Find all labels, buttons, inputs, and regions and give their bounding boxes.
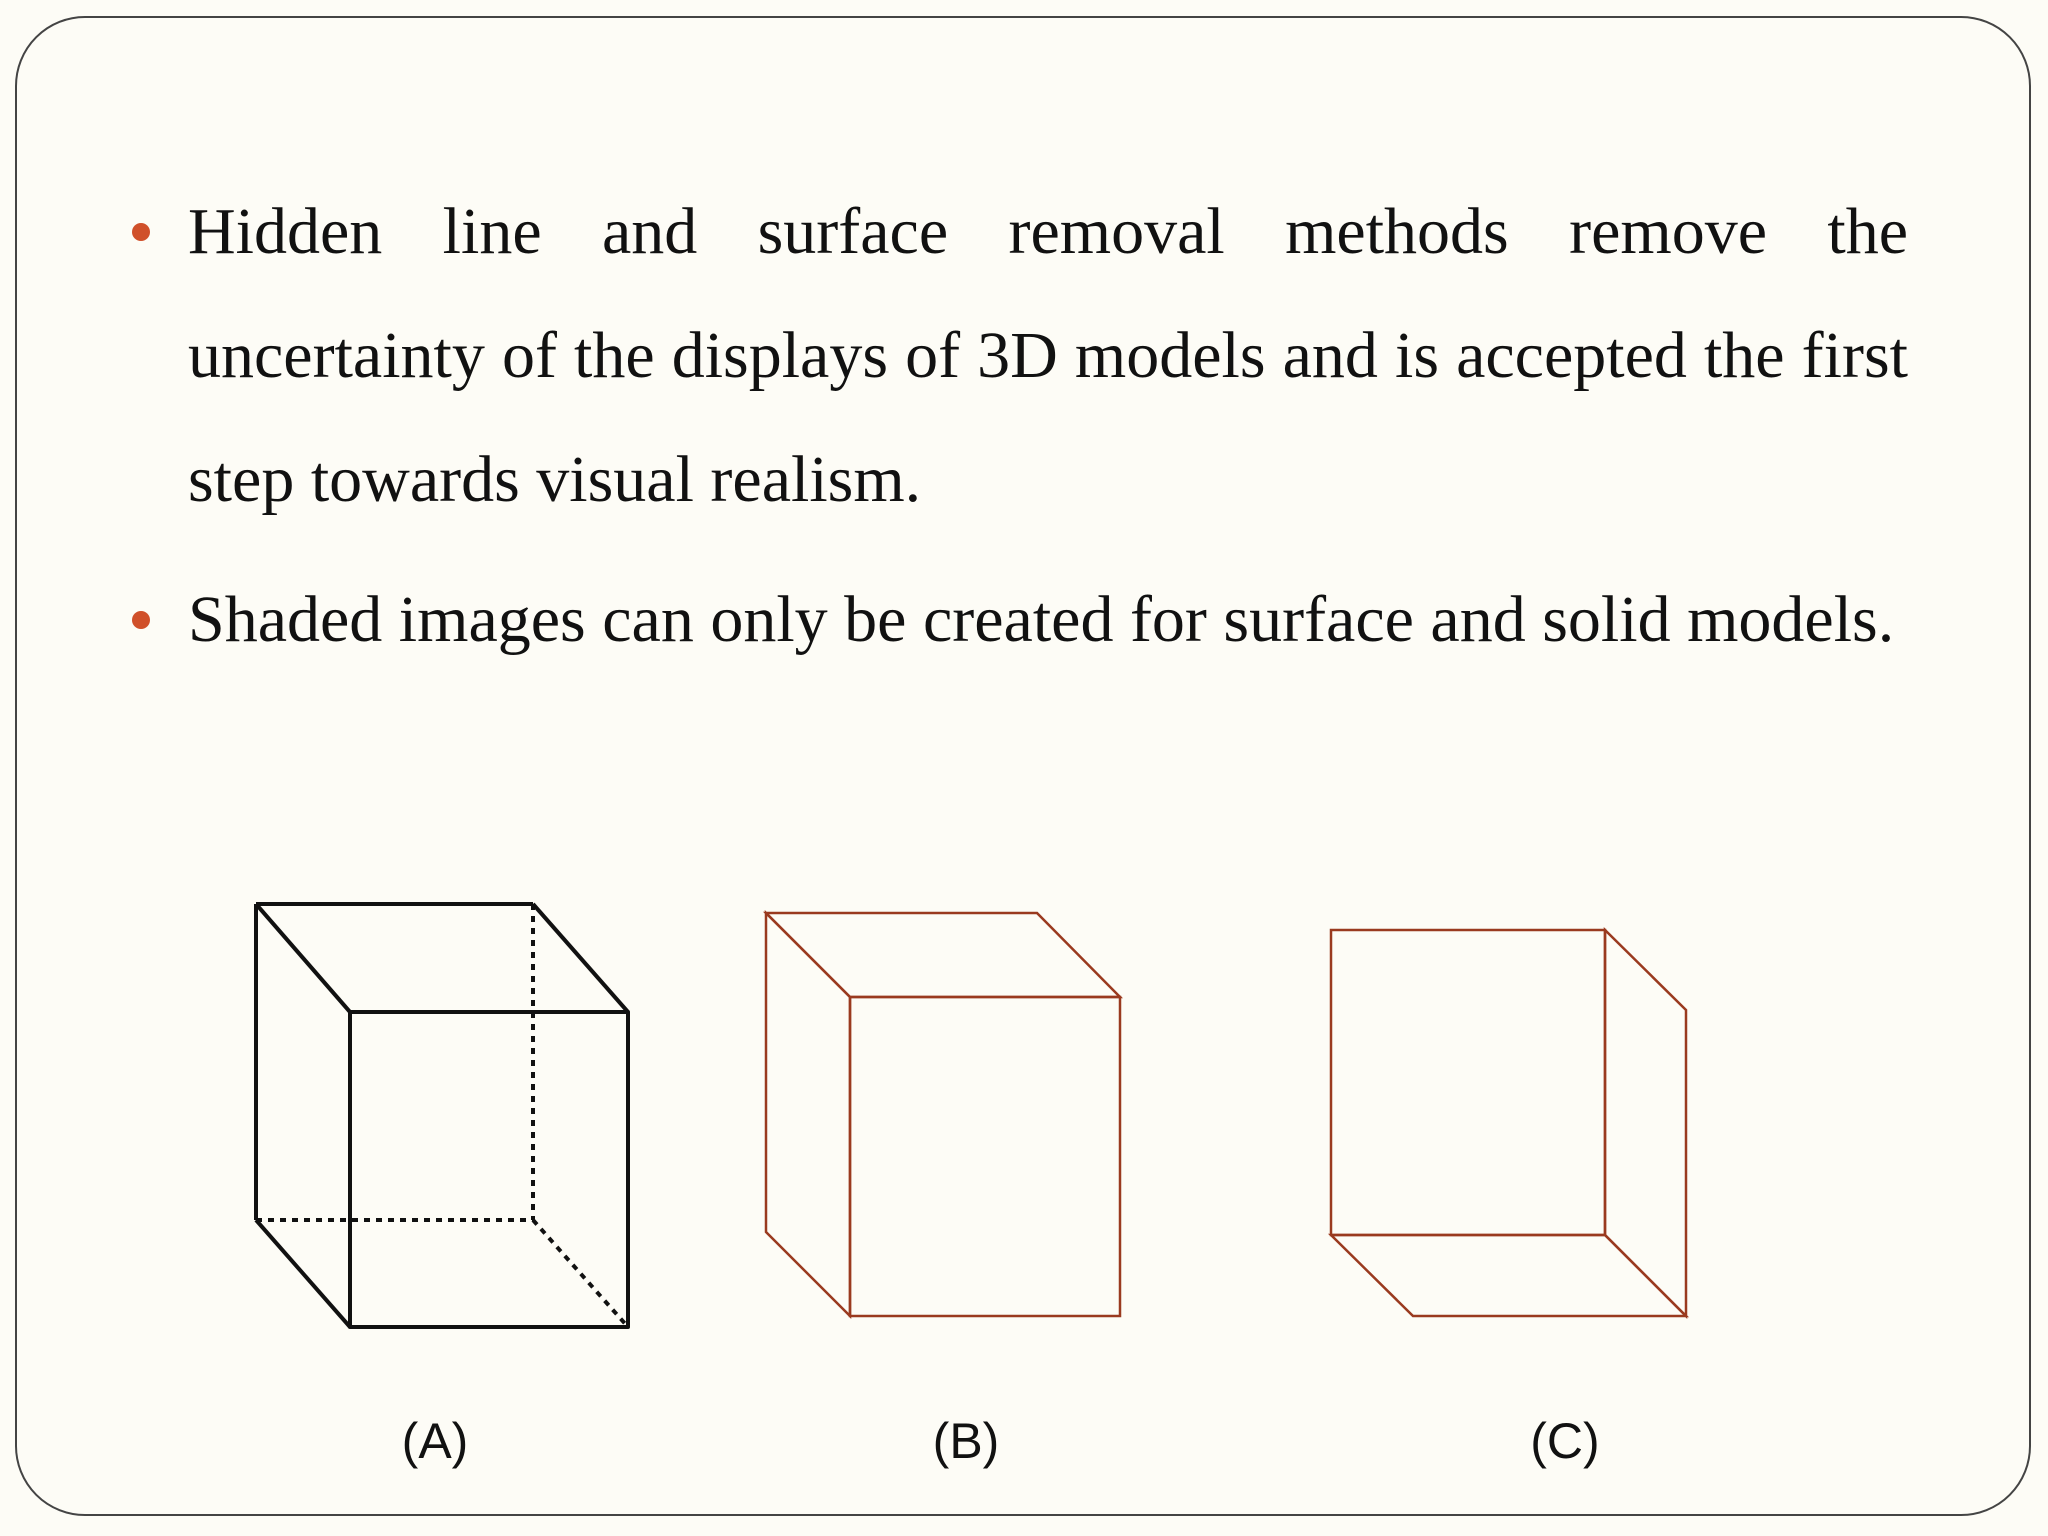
figure-label-b: (B) [932,1413,1000,1469]
bullet-text: Shaded images can only be created for su… [188,583,1895,656]
bullet-item-shaded-images: Shaded images can only be created for su… [132,558,1908,682]
bullet-item-hidden-line: Hidden line and surface removal methods … [132,170,1908,542]
wireframe-cube-icon [254,902,630,1329]
bullet-dot-icon [132,611,150,629]
bullet-text: Hidden line and surface removal methods … [188,195,1908,516]
figure-label-a: (A) [401,1413,469,1469]
cube-front-view-icon [762,909,1123,1320]
bullet-dot-icon [132,223,150,241]
figure-label-c: (C) [1530,1413,1600,1469]
bullet-list: Hidden line and surface removal methods … [132,170,1908,698]
cube-alternate-view-icon [1327,927,1690,1320]
